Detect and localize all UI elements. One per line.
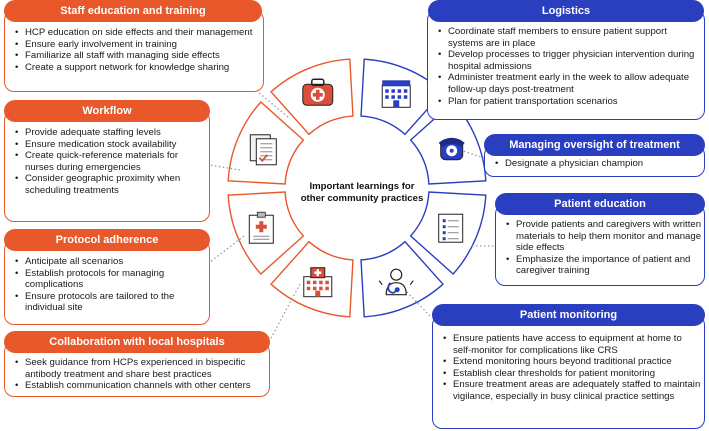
center-title: Important learnings for other community … <box>297 181 427 205</box>
patient-education-list: Provide patients and caregivers with wri… <box>504 219 702 277</box>
list-item: Extend monitoring hours beyond tradition… <box>441 356 701 368</box>
list-item: Ensure early involvement in training <box>13 39 261 51</box>
hospital-building-icon <box>381 80 411 108</box>
list-item: Familiarize all staff with managing side… <box>13 50 261 62</box>
list-item: Ensure patients have access to equipment… <box>441 333 701 356</box>
staff-education-title: Staff education and training <box>4 0 262 22</box>
list-item: Ensure medication stock availability <box>13 139 207 151</box>
list-item: Seek guidance from HCPs experienced in b… <box>13 357 267 380</box>
list-item: Provide patients and caregivers with wri… <box>504 219 702 254</box>
document-checklist-icon <box>249 134 277 166</box>
patient-monitoring-card: Ensure patients have access to equipment… <box>432 315 705 429</box>
list-item: Create quick-reference materials for nur… <box>13 150 207 173</box>
patient-education-card: Provide patients and caregivers with wri… <box>495 204 705 286</box>
list-item: Establish clear thresholds for patient m… <box>441 368 701 380</box>
workflow-title: Workflow <box>4 100 210 122</box>
medical-chart-icon <box>248 211 274 244</box>
center-title-line-2: other community practices <box>300 193 424 204</box>
list-item: Administer treatment early in the week t… <box>436 72 700 95</box>
clipboard-icon <box>438 213 464 243</box>
patient-with-stethoscope-icon <box>378 268 414 296</box>
list-item: Provide adequate staffing levels <box>13 127 207 139</box>
protocol-adherence-list: Anticipate all scenarios Establish proto… <box>13 256 207 314</box>
collaboration-list: Seek guidance from HCPs experienced in b… <box>13 357 267 392</box>
center-title-line-1: Important learnings for <box>309 181 415 192</box>
workflow-list: Provide adequate staffing levels Ensure … <box>13 127 207 197</box>
connector-line <box>257 91 289 118</box>
list-item: Develop processes to trigger physician i… <box>436 49 700 72</box>
list-item: Ensure treatment areas are adequately st… <box>441 379 701 402</box>
logistics-list: Coordinate staff members to ensure patie… <box>436 26 700 107</box>
list-item: Ensure protocols are tailored to the ind… <box>13 291 207 314</box>
phone-icon <box>438 137 465 161</box>
oversight-list: Designate a physician champion <box>493 158 701 170</box>
protocol-adherence-title: Protocol adherence <box>4 229 210 251</box>
staff-education-card: HCP education on side effects and their … <box>4 10 264 92</box>
list-item: Consider geographic proximity when sched… <box>13 173 207 196</box>
list-item: Anticipate all scenarios <box>13 256 207 268</box>
workflow-card: Provide adequate staffing levels Ensure … <box>4 110 210 222</box>
list-item: Plan for patient transportation scenario… <box>436 96 700 108</box>
protocol-adherence-card: Anticipate all scenarios Establish proto… <box>4 240 210 325</box>
patient-monitoring-list: Ensure patients have access to equipment… <box>441 333 701 403</box>
list-item: Coordinate staff members to ensure patie… <box>436 26 700 49</box>
collaboration-title: Collaboration with local hospitals <box>4 331 270 353</box>
connector-line <box>269 283 301 341</box>
connector-line <box>403 288 433 319</box>
list-item: Establish communication channels with ot… <box>13 380 267 392</box>
patient-education-title: Patient education <box>495 193 705 215</box>
segment-icons <box>248 78 465 298</box>
connector-line <box>209 235 245 263</box>
logistics-title: Logistics <box>428 0 704 22</box>
logistics-card: Coordinate staff members to ensure patie… <box>427 10 705 120</box>
list-item: Designate a physician champion <box>493 158 701 170</box>
list-item: Emphasize the importance of patient and … <box>504 254 702 277</box>
ring-segment-patient-monitoring <box>360 240 444 318</box>
hospital-icon <box>303 267 333 298</box>
patient-monitoring-title: Patient monitoring <box>432 304 705 326</box>
connector-line <box>459 149 485 159</box>
list-item: Create a support network for knowledge s… <box>13 62 261 74</box>
list-item: HCP education on side effects and their … <box>13 27 261 39</box>
medical-kit-icon <box>302 78 334 106</box>
oversight-title: Managing oversight of treatment <box>484 134 705 156</box>
connector-line <box>209 164 241 171</box>
list-item: Establish protocols for managing complic… <box>13 268 207 291</box>
staff-education-list: HCP education on side effects and their … <box>13 27 261 73</box>
